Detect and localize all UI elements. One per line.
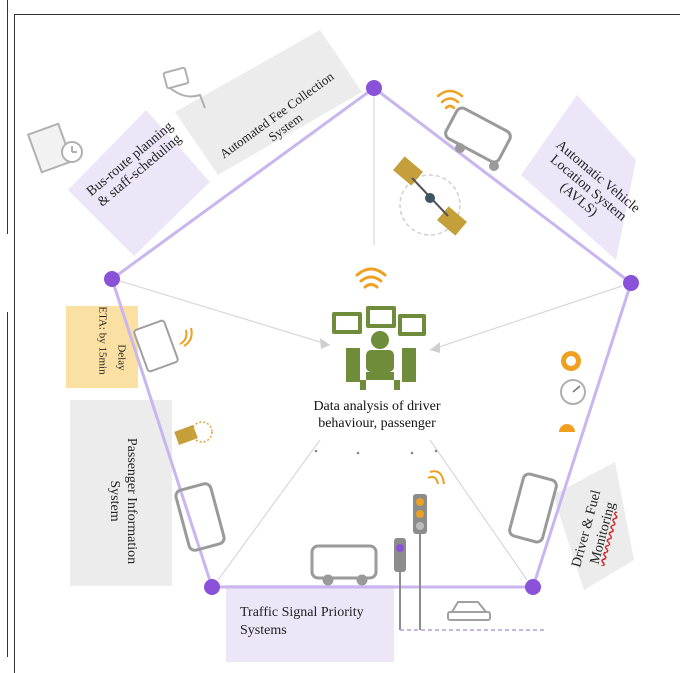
node-left (104, 271, 120, 287)
hand-card-icon (162, 66, 206, 109)
left-margin-line-top (7, 0, 8, 234)
mobile-phone-icon (133, 319, 179, 373)
figure-frame (14, 14, 680, 673)
edge-top-left (111, 86, 375, 281)
car-icon (447, 601, 491, 621)
traffic-light-icon (394, 494, 545, 631)
center-dots (314, 449, 438, 455)
tsp-box (226, 585, 394, 662)
bus-icon-tsp (310, 544, 378, 586)
label-delay: Delay (115, 344, 128, 371)
center-label-line1: Data analysis of driver (313, 399, 441, 414)
speedometer-icon (560, 379, 586, 405)
gauge-half-icon (559, 424, 575, 432)
dfm-box (553, 462, 634, 590)
center-spokes (119, 92, 623, 581)
left-margin-line-bottom (7, 312, 8, 657)
label-eta: ETA: by 15min (96, 306, 109, 375)
avls-box (521, 95, 636, 260)
edge-right-bottom (531, 282, 633, 588)
edge-top-right (373, 86, 632, 285)
label-pis: Passenger Information System (107, 437, 139, 565)
bus-icon-avls (444, 106, 512, 171)
node-top (366, 80, 382, 96)
center-label: Data analysis of driver behaviour, passe… (282, 398, 472, 432)
info-display-icon (174, 421, 213, 445)
bus-icon-dfm (508, 472, 558, 544)
satellite-icon (393, 156, 467, 236)
node-bottom-right (525, 579, 541, 595)
afc-box (175, 30, 362, 175)
pentagon-edges (110, 86, 633, 589)
wifi-icon-center (355, 267, 387, 289)
pentagon-nodes (104, 80, 639, 595)
center-label-line2: behaviour, passenger (318, 416, 436, 431)
bus-route-box (68, 110, 210, 256)
wifi-icon-avls (436, 89, 464, 110)
label-tsp: Traffic Signal Priority Systems (240, 605, 364, 638)
analyst-monitor-icon (332, 306, 426, 390)
fuel-gauge-icon (561, 351, 581, 371)
pis-box (70, 400, 172, 586)
wifi-icon-signal (427, 470, 445, 485)
bus-icon-pis (174, 482, 226, 552)
edge-left-bottom (110, 278, 214, 588)
wifi-icon-phone (179, 327, 193, 347)
node-right (623, 275, 639, 291)
node-bottom-left (204, 579, 220, 595)
spoke-arrowheads (320, 338, 440, 353)
schedule-document-icon (26, 122, 83, 174)
